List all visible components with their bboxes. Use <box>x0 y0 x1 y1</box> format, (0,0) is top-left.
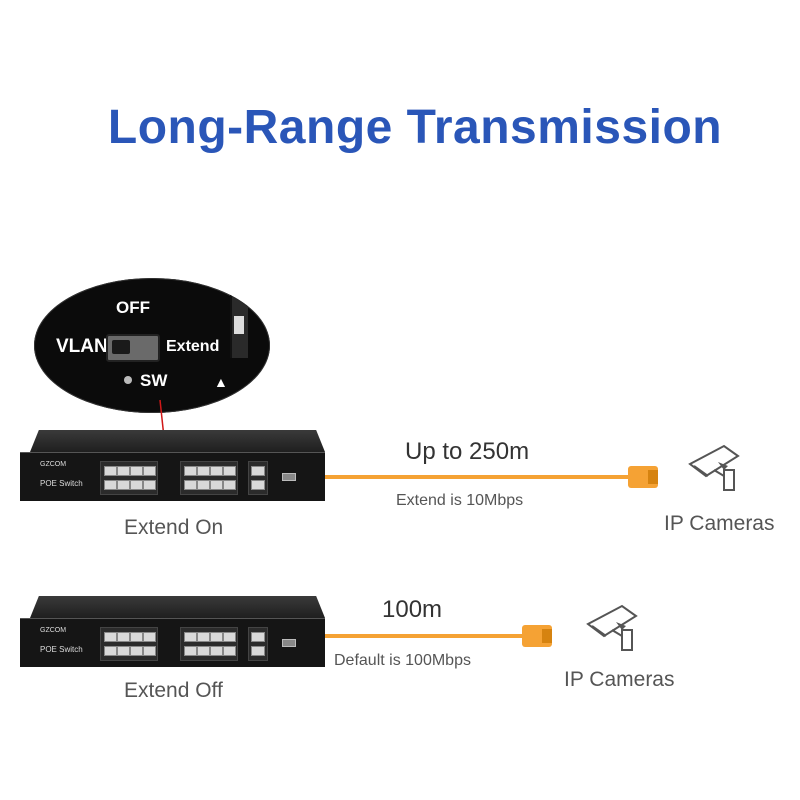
distance-extend-on: Up to 250m <box>405 438 530 465</box>
triangle-marker-icon: ▲ <box>214 374 228 390</box>
sfp-slot <box>282 473 296 481</box>
uplink-ports <box>248 461 268 495</box>
port-group-2 <box>180 627 238 661</box>
port-group-1 <box>100 627 158 661</box>
switch-model: POE Switch <box>40 645 83 654</box>
speed-note-extend-off: Default is 100Mbps <box>334 652 471 669</box>
caption-extend-off: Extend Off <box>124 679 223 702</box>
switch-model: POE Switch <box>40 479 83 488</box>
switch-front-panel: GZCOM POE Switch <box>20 452 325 501</box>
zoom-off-label: OFF <box>116 298 150 317</box>
zoom-sw-label: SW <box>140 371 168 390</box>
poe-switch-extend-on: GZCOM POE Switch <box>20 430 325 501</box>
page-title: Long-Range Transmission <box>107 101 723 154</box>
switch-front-panel: GZCOM POE Switch <box>20 618 325 667</box>
caption-extend-on: Extend On <box>124 516 224 539</box>
switch-zoom-panel: OFF VLAN Extend SW ▲ <box>34 278 270 413</box>
ethernet-cable-short <box>325 634 525 638</box>
sw-indicator-dot <box>124 376 132 384</box>
cctv-camera-icon <box>688 444 740 491</box>
mode-toggle-switch <box>106 334 160 362</box>
speed-note-extend-on: Extend is 10Mbps <box>396 492 524 509</box>
zoom-vlan-label: VLAN <box>56 336 108 357</box>
uplink-ports <box>248 627 268 661</box>
rj45-connector-icon <box>628 466 658 488</box>
cctv-camera-icon <box>586 604 638 651</box>
camera-label-extend-on: IP Cameras <box>664 512 775 535</box>
camera-label-extend-off: IP Cameras <box>564 668 675 691</box>
port-group-2 <box>180 461 238 495</box>
distance-extend-off: 100m <box>382 596 443 623</box>
poe-switch-extend-off: GZCOM POE Switch <box>20 596 325 667</box>
zoom-port-hole <box>234 316 244 334</box>
switch-top-panel <box>30 430 325 452</box>
switch-brand: GZCOM <box>40 461 67 468</box>
ethernet-cable-long <box>325 475 635 479</box>
switch-brand: GZCOM <box>40 627 67 634</box>
rj45-connector-icon <box>522 625 552 647</box>
mode-toggle-knob <box>112 340 130 354</box>
zoom-extend-label: Extend <box>166 338 220 355</box>
switch-top-panel <box>30 596 325 618</box>
port-group-1 <box>100 461 158 495</box>
sfp-slot <box>282 639 296 647</box>
